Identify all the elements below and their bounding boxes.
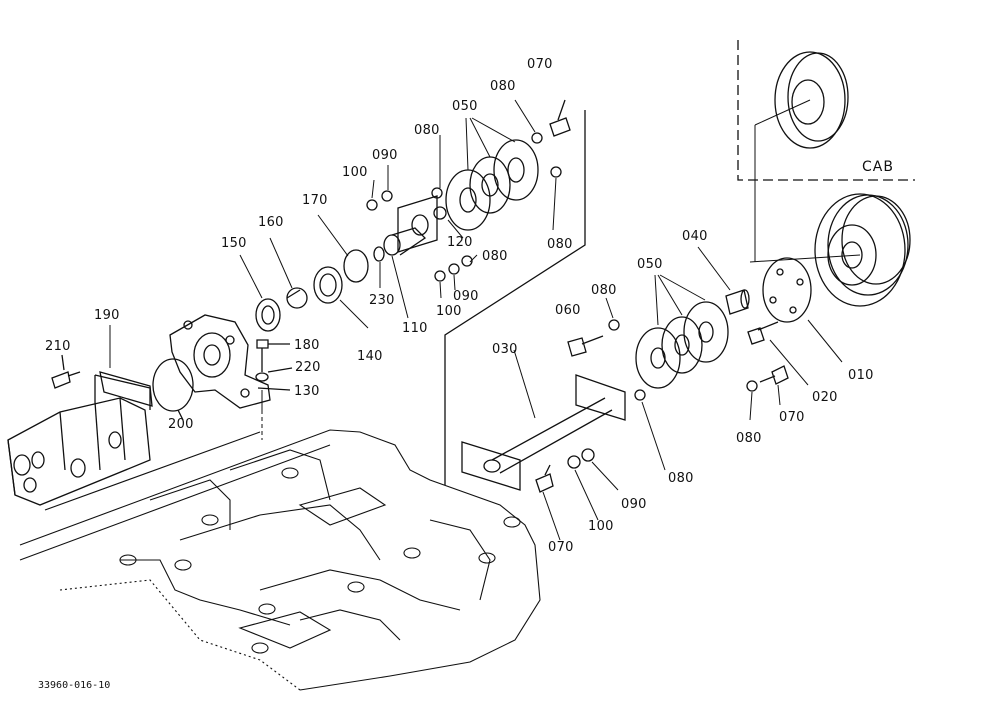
part-label-050: 050 bbox=[452, 99, 478, 114]
cab-boundary bbox=[738, 40, 915, 180]
o-ring-200 bbox=[153, 359, 193, 411]
sleeve-040 bbox=[726, 290, 749, 314]
hub-flange-010 bbox=[763, 258, 811, 322]
shaft-030 bbox=[462, 375, 625, 490]
part-label-070: 070 bbox=[779, 410, 805, 425]
part-label-090: 090 bbox=[453, 289, 479, 304]
part-label-100: 100 bbox=[436, 304, 462, 319]
collar-160 bbox=[287, 288, 307, 308]
part-label-100: 100 bbox=[342, 165, 368, 180]
bolt-210 bbox=[52, 355, 80, 388]
hydraulic-pump bbox=[8, 372, 152, 505]
fasteners-top-left bbox=[367, 100, 570, 281]
transmission-housing bbox=[20, 430, 540, 690]
part-label-170: 170 bbox=[302, 193, 328, 208]
part-label-080: 080 bbox=[668, 471, 694, 486]
part-label-110: 110 bbox=[402, 321, 428, 336]
part-label-080: 080 bbox=[414, 123, 440, 138]
part-label-160: 160 bbox=[258, 215, 284, 230]
pulley-lower bbox=[815, 194, 910, 306]
pump-bracket-130 bbox=[170, 315, 270, 408]
part-label-080: 080 bbox=[591, 283, 617, 298]
part-label-150: 150 bbox=[221, 236, 247, 251]
part-label-190: 190 bbox=[94, 308, 120, 323]
cab-zone-label: CAB bbox=[862, 159, 894, 175]
part-label-080: 080 bbox=[547, 237, 573, 252]
bearing-150 bbox=[256, 299, 280, 331]
group-outline-top bbox=[445, 110, 585, 485]
part-label-070: 070 bbox=[527, 57, 553, 72]
part-label-140: 140 bbox=[357, 349, 383, 364]
leader-lines bbox=[110, 100, 860, 540]
part-label-120: 120 bbox=[447, 235, 473, 250]
part-label-090: 090 bbox=[621, 497, 647, 512]
part-label-210: 210 bbox=[45, 339, 71, 354]
part-label-020: 020 bbox=[812, 390, 838, 405]
part-label-010: 010 bbox=[848, 368, 874, 383]
washer-220 bbox=[256, 368, 292, 381]
fasteners-bottom bbox=[536, 390, 645, 492]
part-label-040: 040 bbox=[682, 229, 708, 244]
coupling-discs-050-top bbox=[446, 140, 538, 230]
part-label-070: 070 bbox=[548, 540, 574, 555]
part-label-030: 030 bbox=[492, 342, 518, 357]
part-label-200: 200 bbox=[168, 417, 194, 432]
part-label-080: 080 bbox=[736, 431, 762, 446]
coupling-discs-050-bottom bbox=[636, 302, 728, 388]
part-label-180: 180 bbox=[294, 338, 320, 353]
part-label-220: 220 bbox=[295, 360, 321, 375]
part-label-080: 080 bbox=[490, 79, 516, 94]
part-label-060: 060 bbox=[555, 303, 581, 318]
part-label-100: 100 bbox=[588, 519, 614, 534]
pulley-cab bbox=[775, 52, 848, 148]
part-label-230: 230 bbox=[369, 293, 395, 308]
bolt-020 bbox=[748, 322, 778, 344]
bolt-060 bbox=[568, 320, 619, 356]
part-label-130: 130 bbox=[294, 384, 320, 399]
part-label-080: 080 bbox=[482, 249, 508, 264]
bolt-180 bbox=[257, 340, 290, 372]
bearing-140 bbox=[314, 267, 342, 303]
shaft-flange-110 bbox=[384, 196, 437, 255]
snap-ring-170 bbox=[344, 250, 368, 282]
drawing-code: 33960-016-10 bbox=[38, 680, 111, 691]
part-label-090: 090 bbox=[372, 148, 398, 163]
ring-230 bbox=[374, 247, 384, 261]
bolt-070-right bbox=[747, 366, 788, 391]
part-label-050: 050 bbox=[637, 257, 663, 272]
